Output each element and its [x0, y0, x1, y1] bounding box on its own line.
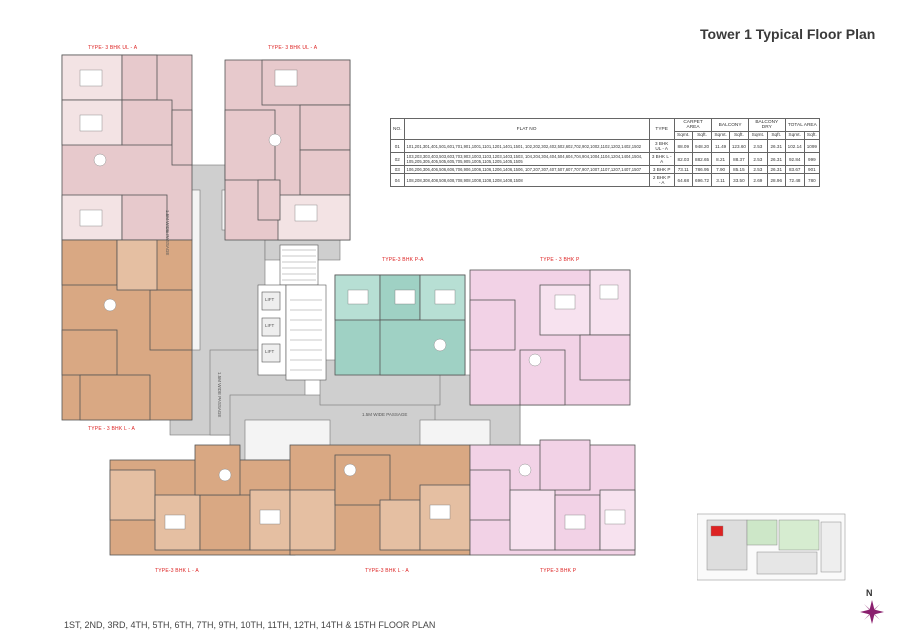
cell-value: 82.03 — [673, 152, 693, 166]
cell-value: 2.53 — [747, 139, 768, 153]
subheader: Sqft. — [691, 131, 713, 140]
unit-label-top-left: TYPE- 3 BHK UL - A — [88, 45, 138, 51]
subheader: Sqmt. — [673, 131, 693, 140]
unit-left-mid — [61, 239, 193, 421]
unit-label-bottom-right: TYPE-3 BHK P — [540, 568, 577, 574]
passage-label-horizontal: 1.5M WIDE PASSAGE — [362, 412, 408, 417]
compass-north-label: N — [866, 588, 873, 598]
key-plan — [697, 513, 846, 581]
cell-value: 26.31 — [766, 165, 786, 174]
furniture — [79, 69, 626, 530]
cell-value: 1099 — [803, 139, 821, 153]
subheader: Sqmt. — [711, 131, 730, 140]
cell-value: 901 — [803, 165, 821, 174]
table-row: 02 103,203,303,403,503,603,703,903,1003,… — [390, 152, 821, 166]
table-row: 01 101,201,301,401,501,601,701,901,1001,… — [390, 139, 821, 153]
cell-value: 83.67 — [784, 165, 805, 174]
cell-type: 3 BHK L - A — [648, 152, 675, 166]
unit-label-bottom-mid: TYPE-3 BHK L - A — [365, 568, 409, 574]
cell-value: 26.31 — [766, 139, 786, 153]
cell-flats: 108,208,308,408,508,608,708,908,1008,110… — [403, 173, 650, 187]
cell-value: 696.72 — [691, 173, 713, 187]
lift-label-2: LIFT — [265, 323, 275, 328]
subheader: Sqmt. — [747, 131, 768, 140]
cell-flats: 101,201,301,401,501,601,701,901,1001,110… — [403, 139, 650, 153]
cell-value: 64.68 — [673, 173, 693, 187]
cell-type: 3 BHK P — [648, 165, 675, 174]
cell-value: 3.11 — [711, 173, 730, 187]
cell-value: 999 — [803, 152, 821, 166]
header-type: TYPE — [648, 118, 675, 140]
unit-label-top-right: TYPE- 3 BHK UL - A — [268, 45, 318, 51]
table-row: 04 108,208,308,408,508,608,708,908,1008,… — [390, 173, 821, 187]
cell-value: 2.53 — [747, 152, 768, 166]
table-row: 03 106,206,306,406,506,606,706,906,1006,… — [390, 165, 821, 174]
cell-value: 92.84 — [784, 152, 805, 166]
lift-label-1: LIFT — [265, 297, 275, 302]
core — [257, 244, 327, 381]
page-title: Tower 1 Typical Floor Plan — [700, 26, 876, 42]
unit-label-center-teal: TYPE-3 BHK P-A — [382, 257, 424, 263]
subheader: Sqft. — [803, 131, 821, 140]
cell-value: 8.21 — [711, 152, 730, 166]
cell-value: 7.90 — [711, 165, 730, 174]
header-total: TOTAL AREA — [784, 118, 821, 132]
cell-value: 786.95 — [691, 165, 713, 174]
header-flat-no: FLAT NO — [403, 118, 650, 140]
cell-type: 2 BHK P - A — [648, 173, 675, 187]
cell-type: 3 BHK UL - A — [648, 139, 675, 153]
cell-value: 73.11 — [673, 165, 693, 174]
header-no: NO. — [390, 118, 405, 140]
header-carpet: CARPET AREA — [673, 118, 713, 132]
cell-value: 948.20 — [691, 139, 713, 153]
lift-label-3: LIFT — [265, 349, 275, 354]
area-table: NO. FLAT NO TYPE CARPET AREA BALCONY BAL… — [390, 118, 821, 187]
compass-icon — [860, 600, 884, 624]
cell-flats: 103,203,303,403,503,603,703,903,1003,110… — [403, 152, 650, 166]
cell-flats: 106,206,306,406,506,606,706,906,1006,110… — [403, 165, 650, 174]
unit-label-right-pink: TYPE - 3 BHK P — [540, 257, 580, 263]
unit-label-left-mid: TYPE - 3 BHK L - A — [88, 426, 136, 432]
header-balcony: BALCONY — [711, 118, 749, 132]
floor-note: 1ST, 2ND, 3RD, 4TH, 5TH, 6TH, 7TH, 9TH, … — [64, 620, 436, 630]
cell-no: 02 — [390, 152, 405, 166]
passage-label-vertical-1: 1.5M WIDE PASSAGE — [165, 210, 170, 256]
cell-no: 01 — [390, 139, 405, 153]
cell-value: 72.48 — [784, 173, 805, 187]
cell-no: 03 — [390, 165, 405, 174]
subheader: Sqft. — [766, 131, 786, 140]
cell-value: 2.53 — [747, 165, 768, 174]
subheader: Sqft. — [728, 131, 749, 140]
cell-value: 882.65 — [691, 152, 713, 166]
unit-label-bottom-left: TYPE-3 BHK L - A — [155, 568, 199, 574]
cell-value: 11.49 — [711, 139, 730, 153]
stair-treads — [282, 249, 322, 371]
subheader: Sqmt. — [784, 131, 805, 140]
cell-value: 780 — [803, 173, 821, 187]
cell-value: 88.09 — [673, 139, 693, 153]
passage-label-vertical-2: 1.5M WIDE PASSAGE — [217, 372, 222, 418]
cell-value: 123.60 — [728, 139, 749, 153]
cell-value: 85.15 — [728, 165, 749, 174]
unit-bottom-mid — [289, 444, 471, 556]
cell-value: 2.69 — [747, 173, 768, 187]
unit-bottom-left — [109, 444, 296, 556]
header-balcony-dry: BALCONY DRY — [747, 118, 786, 132]
cell-no: 04 — [390, 173, 405, 187]
cell-value: 26.31 — [766, 152, 786, 166]
unit-top-right — [224, 59, 351, 241]
cell-value: 33.50 — [728, 173, 749, 187]
cell-value: 88.37 — [728, 152, 749, 166]
unit-bottom-right — [469, 439, 636, 556]
cell-value: 102.14 — [784, 139, 805, 153]
cell-value: 28.96 — [766, 173, 786, 187]
